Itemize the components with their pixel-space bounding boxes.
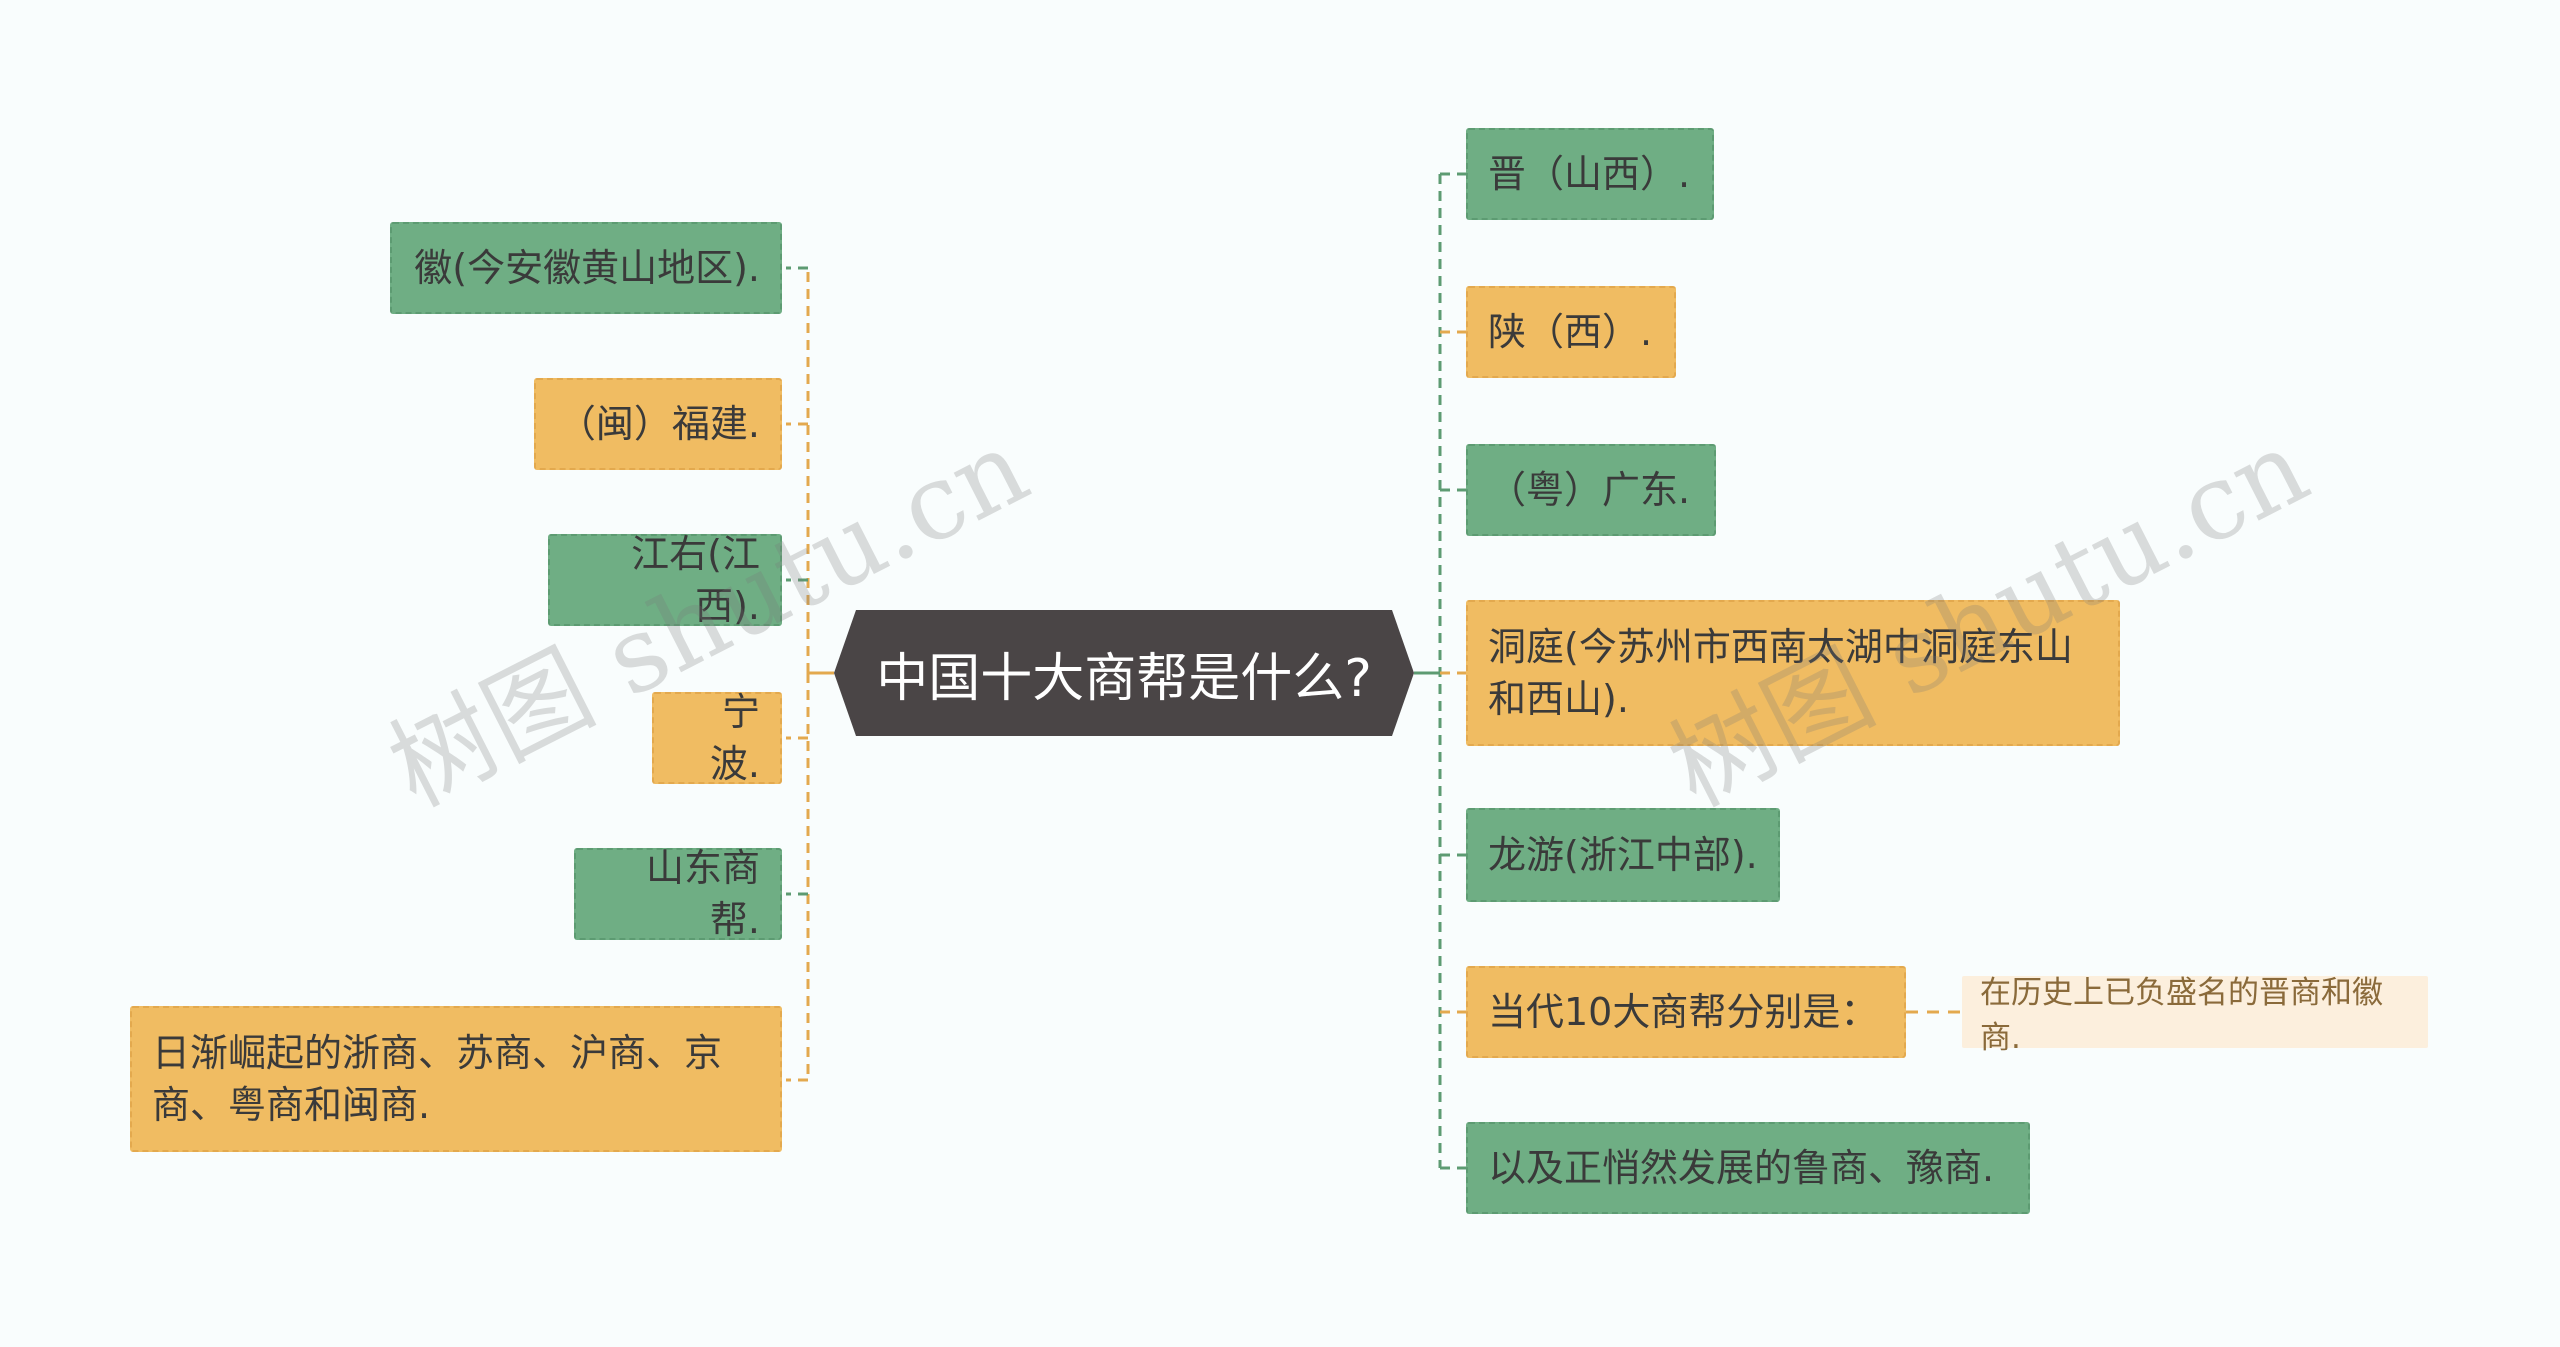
topic-label: 山东商帮. bbox=[645, 846, 760, 942]
topic-node-guangdong[interactable]: （粤）广东. bbox=[1466, 444, 1716, 536]
topic-node-hui[interactable]: 徽(今安徽黄山地区). bbox=[390, 222, 782, 314]
topic-node-rising-merchants[interactable]: 日渐崛起的浙商、苏商、沪商、京商、粤商和闽商. bbox=[130, 1006, 782, 1152]
root-node-shape bbox=[834, 610, 1414, 736]
topic-label: 龙游(浙江中部). bbox=[1488, 833, 1758, 877]
topic-label: 宁波. bbox=[709, 690, 760, 786]
topic-label: 江右(江西). bbox=[631, 532, 760, 628]
root-node[interactable]: 中国十大商帮是什么? bbox=[834, 610, 1414, 736]
topic-label: （粤）广东. bbox=[1488, 468, 1691, 512]
topic-node-ningbo[interactable]: 宁波. bbox=[652, 690, 782, 786]
topic-node-jiangyou[interactable]: 江右(江西). bbox=[548, 532, 782, 628]
topic-label: 当代10大商帮分别是： bbox=[1488, 990, 1879, 1034]
topic-node-dongting[interactable]: 洞庭(今苏州市西南太湖中洞庭东山和西山). bbox=[1466, 600, 2120, 746]
topic-label: 日渐崛起的浙商、苏商、沪商、京商、粤商和闽商. bbox=[152, 1031, 723, 1127]
topic-label: 陕（西）. bbox=[1488, 310, 1653, 354]
root-node-label: 中国十大商帮是什么? bbox=[876, 648, 1372, 709]
topic-node-shan[interactable]: 陕（西）. bbox=[1466, 286, 1676, 378]
subtopic-label: 在历史上已负盛名的晋商和徽商. bbox=[1980, 975, 2383, 1056]
topic-label: 以及正悄然发展的鲁商、豫商. bbox=[1488, 1146, 1995, 1190]
topic-label: 洞庭(今苏州市西南太湖中洞庭东山和西山). bbox=[1488, 625, 2073, 721]
topic-label: （闽）福建. bbox=[557, 402, 760, 446]
topic-node-jin[interactable]: 晋（山西）. bbox=[1466, 128, 1714, 220]
topic-node-shandong[interactable]: 山东商帮. bbox=[574, 846, 782, 942]
topic-node-emerging[interactable]: 以及正悄然发展的鲁商、豫商. bbox=[1466, 1122, 2030, 1214]
topic-node-longyou[interactable]: 龙游(浙江中部). bbox=[1466, 808, 1780, 902]
topic-node-fujian[interactable]: （闽）福建. bbox=[534, 378, 782, 470]
topic-label: 徽(今安徽黄山地区). bbox=[414, 246, 760, 290]
topic-label: 晋（山西）. bbox=[1488, 152, 1691, 196]
topic-node-contemporary[interactable]: 当代10大商帮分别是： bbox=[1466, 966, 1906, 1058]
subtopic-node-historic[interactable]: 在历史上已负盛名的晋商和徽商. bbox=[1962, 975, 2428, 1056]
